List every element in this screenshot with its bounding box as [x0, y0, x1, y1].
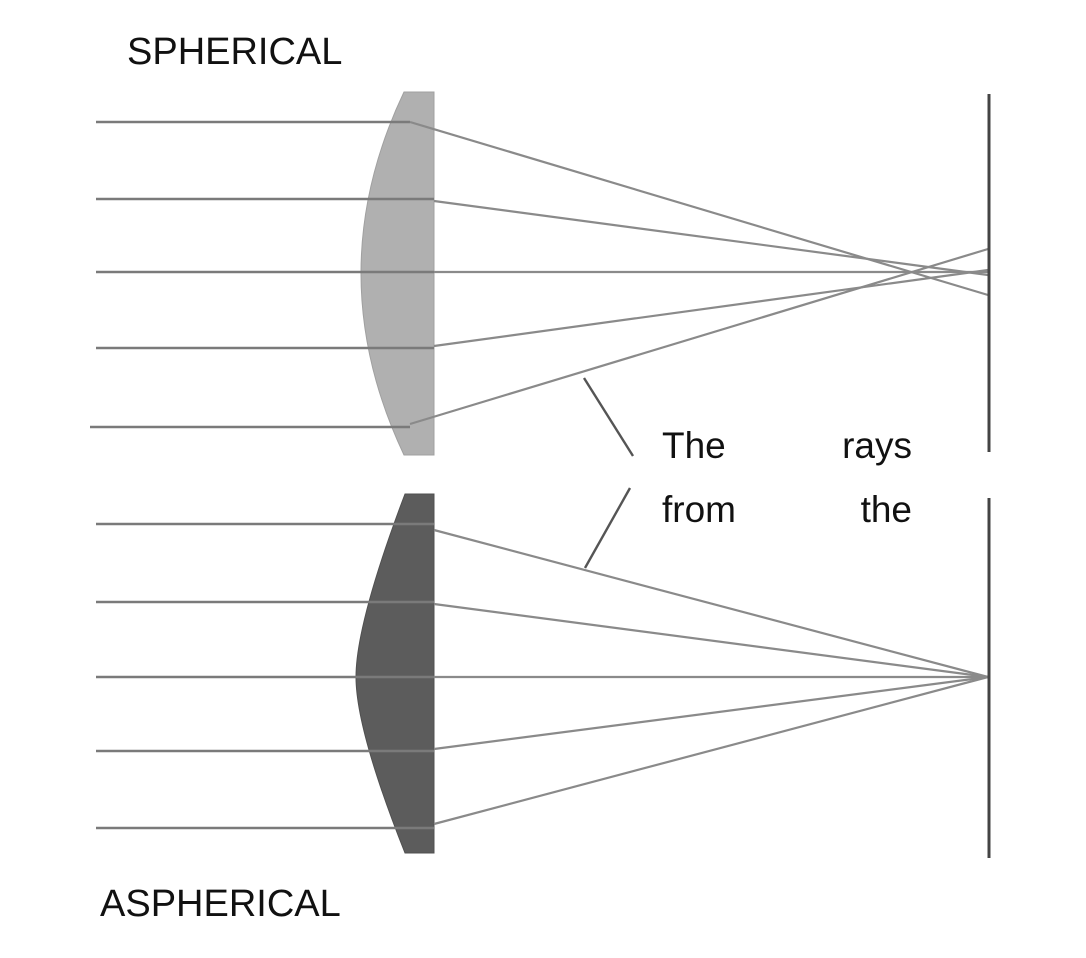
aspherical-refracted-ray-4: [433, 675, 989, 751]
spherical-refracted-ray-4: [433, 268, 989, 348]
leader-line-top: [582, 377, 635, 457]
spherical-label: SPHERICAL: [127, 31, 343, 73]
spherical-incoming-rays: [90, 120, 434, 429]
leader-line-bottom: [583, 487, 632, 569]
aspherical-refracted-ray-1: [433, 528, 989, 679]
spherical-lens: [360, 91, 435, 456]
aspherical-refracted-rays: [433, 528, 989, 826]
spherical-refracted-ray-5: [409, 247, 989, 426]
aspherical-lens: [355, 493, 435, 854]
aspherical-section: [96, 493, 991, 858]
spherical-refracted-ray-2: [433, 199, 989, 277]
caption-leader-lines: [582, 377, 635, 569]
caption-word: from: [662, 489, 736, 530]
aspherical-label: ASPHERICAL: [100, 883, 341, 925]
aspherical-incoming-rays: [96, 522, 434, 830]
aspherical-refracted-ray-2: [433, 602, 989, 679]
spherical-refracted-ray-1: [409, 120, 989, 297]
spherical-refracted-rays: [409, 120, 989, 426]
aspherical-refracted-ray-5: [433, 675, 989, 826]
caption-line-1: The rays: [662, 424, 912, 468]
caption-word: The: [662, 425, 726, 466]
spherical-section: [90, 91, 991, 456]
caption-word: the: [860, 489, 912, 530]
caption-line-2: from the: [662, 488, 912, 532]
caption-word: rays: [842, 425, 912, 466]
